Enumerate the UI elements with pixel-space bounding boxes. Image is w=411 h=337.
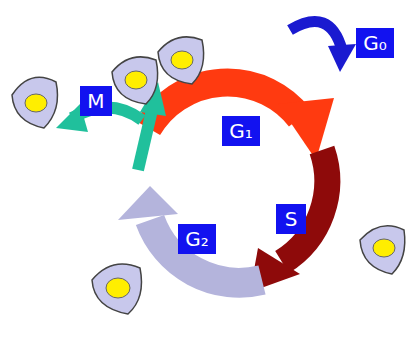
g0-arrowhead [328, 44, 356, 72]
g2-arrow [150, 220, 262, 283]
phase-label-box: G₀ [356, 28, 394, 58]
phase-label: G₂ [185, 229, 209, 249]
cell [360, 226, 405, 274]
phase-label: G₀ [363, 33, 387, 53]
cell [112, 57, 158, 104]
phase-label: G₁ [229, 121, 253, 141]
cell [92, 264, 142, 314]
phase-label-box: G₂ [178, 224, 216, 254]
phase-label-box: S [276, 204, 306, 234]
cell [158, 37, 204, 84]
cell [12, 77, 58, 128]
phase-label: M [87, 91, 104, 111]
phase-label-box: G₁ [222, 116, 260, 146]
phase-label: S [285, 209, 298, 229]
g2-arrowhead [118, 186, 178, 220]
phase-label-box: M [80, 86, 112, 116]
